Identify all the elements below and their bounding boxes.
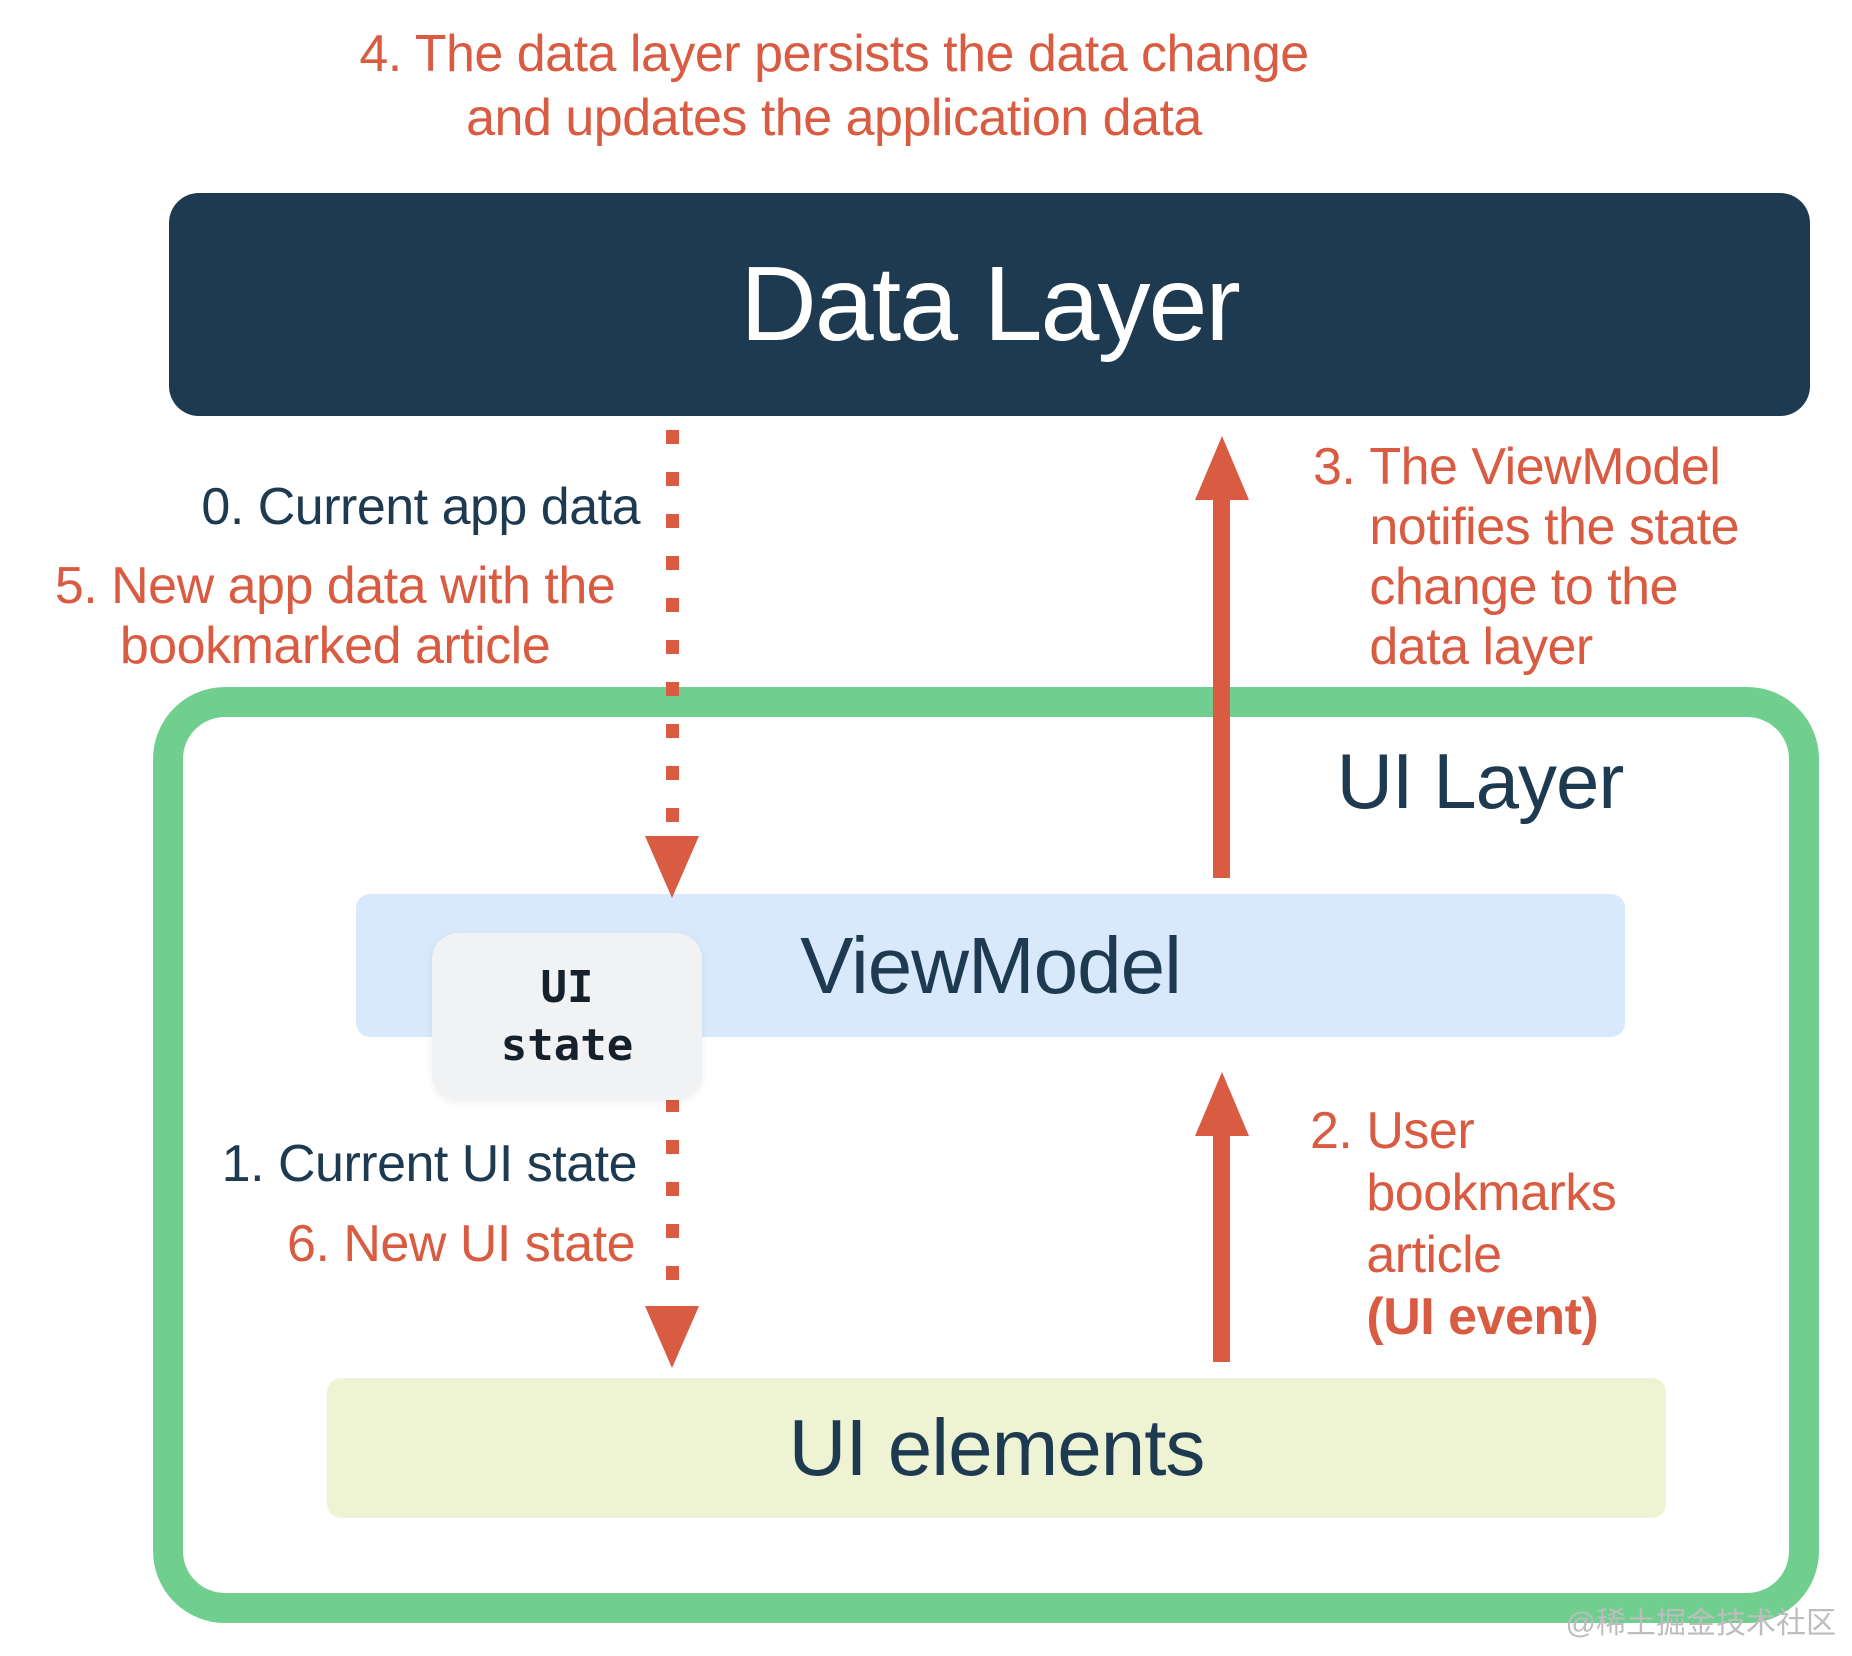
watermark: @稀土掘金技术社区 — [1565, 1607, 1836, 1640]
label-step2: 2. User bookmarks article (UI event) — [1310, 1100, 1617, 1348]
label-step3: 3. The ViewModel notifies the state chan… — [1313, 437, 1740, 677]
ui-elements-title: UI elements — [788, 1403, 1206, 1492]
ui-state-chip-line2: state — [500, 1019, 634, 1071]
label-step4-line2: and updates the application data — [466, 89, 1202, 147]
data-layer-box: Data Layer — [169, 193, 1810, 416]
ui-elements-box: UI elements — [327, 1378, 1666, 1518]
label-step3-line4: data layer — [1369, 618, 1593, 676]
viewmodel-title: ViewModel — [800, 920, 1182, 1010]
ui-layer-box — [153, 687, 1819, 1623]
label-step5-line2: bookmarked article — [119, 617, 551, 675]
label-step2-lines: User bookmarks article (UI event) — [1366, 1100, 1616, 1348]
label-step3-lines: The ViewModel notifies the state change … — [1369, 437, 1739, 677]
label-step5-line1: 5. New app data with the — [54, 557, 616, 615]
label-step2-number: 2. — [1310, 1102, 1353, 1160]
label-step2-line3: article — [1366, 1226, 1502, 1284]
data-layer-title: Data Layer — [740, 245, 1241, 363]
dotted-arrow-ui-state-head-icon — [645, 1306, 699, 1368]
label-step4-line1: 4. The data layer persists the data chan… — [359, 25, 1309, 83]
dotted-arrow-app-data-line — [666, 430, 679, 838]
label-step2-line1: User — [1366, 1102, 1475, 1160]
label-step1: 1. Current UI state — [221, 1135, 638, 1193]
ui-layer-title: UI Layer — [1336, 737, 1625, 825]
label-step5: 5. New app data with the bookmarked arti… — [10, 556, 660, 676]
dotted-arrow-app-data-head-icon — [645, 836, 699, 898]
label-step3-line2: notifies the state — [1369, 498, 1740, 556]
ui-state-chip: UI state — [432, 933, 702, 1100]
label-step3-line1: The ViewModel — [1369, 438, 1721, 496]
label-step3-number: 3. — [1313, 438, 1356, 496]
arrow-notify-line — [1213, 498, 1230, 878]
ui-state-chip-line1: UI — [540, 961, 594, 1013]
label-step3-line3: change to the — [1369, 558, 1679, 616]
dotted-arrow-ui-state-line — [666, 1098, 679, 1304]
arrow-ui-event-head-icon — [1195, 1072, 1249, 1136]
arrow-notify-head-icon — [1195, 436, 1249, 500]
label-step2-line2: bookmarks — [1366, 1164, 1617, 1222]
label-step4: 4. The data layer persists the data chan… — [234, 22, 1434, 150]
label-step0: 0. Current app data — [201, 478, 640, 536]
label-step6: 6. New UI state — [287, 1215, 635, 1273]
arrow-ui-event-line — [1213, 1134, 1230, 1362]
label-step2-line4: (UI event) — [1366, 1288, 1599, 1346]
